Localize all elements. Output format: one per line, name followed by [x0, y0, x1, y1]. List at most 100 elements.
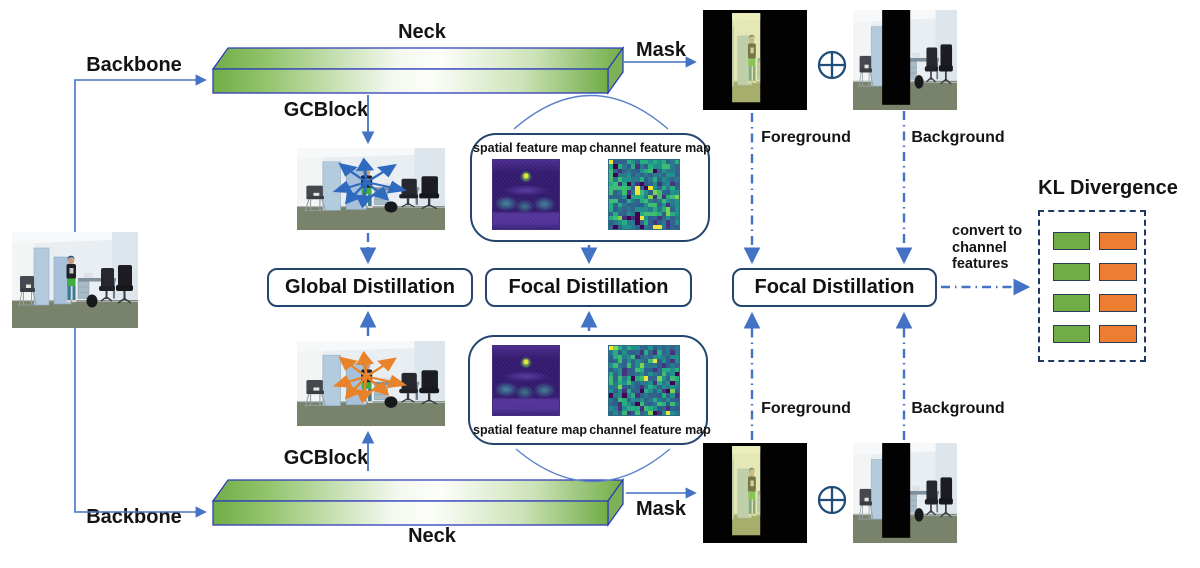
backbone-connector-top [74, 74, 207, 232]
channel-cell [630, 371, 636, 377]
channel-cell [665, 406, 671, 411]
channel-cell [657, 211, 662, 217]
channel-cell [670, 371, 675, 377]
channel-cell [630, 164, 636, 169]
channel-cell [609, 410, 614, 415]
channel-cell [613, 164, 618, 169]
channel-cell [657, 168, 662, 173]
channel-cell [626, 358, 631, 364]
channel-cell [652, 363, 658, 368]
channel-cell [670, 207, 675, 212]
channel-cell [617, 393, 623, 398]
channel-cell [626, 207, 631, 212]
channel-cell [609, 168, 614, 173]
channel-cell [644, 198, 649, 204]
convert-to-channel-features-text: convert to channel features [952, 223, 1023, 272]
channel-cell [635, 346, 640, 351]
channel-cell [657, 393, 662, 398]
channel-cell [665, 224, 671, 229]
channel-cell [635, 160, 640, 165]
channel-cell [617, 384, 623, 390]
channel-cell [630, 190, 636, 195]
channel-cell [657, 397, 662, 403]
channel-cell [639, 185, 644, 191]
channel-cell [661, 220, 666, 225]
channel-cell [670, 160, 675, 165]
channel-cell [609, 350, 614, 355]
channel-cell [630, 172, 636, 178]
channel-cell [609, 393, 614, 398]
channel-cell [630, 220, 636, 225]
kl-orange-cell [1099, 263, 1137, 281]
channel-cell [665, 358, 671, 364]
channel-cell [674, 168, 679, 173]
channel-cell [670, 220, 675, 225]
channel-cell [630, 363, 636, 368]
channel-cell [635, 216, 640, 221]
kl-pair-row [1053, 325, 1144, 343]
channel-cell [661, 160, 666, 165]
channel-cell [674, 371, 679, 377]
channel-cell [635, 172, 640, 178]
channel-cell [644, 346, 649, 351]
focal-distillation-box-right: Focal Distillation [732, 268, 937, 307]
channel-cell [665, 393, 671, 398]
channel-cell [674, 346, 679, 351]
channel-cell [644, 363, 649, 368]
background-image-bottom [853, 443, 957, 543]
channel-cell [661, 216, 666, 221]
channel-cell [622, 207, 627, 212]
channel-cell [639, 224, 644, 229]
channel-cell [661, 194, 666, 199]
channel-cell [609, 406, 614, 411]
channel-cell [665, 172, 671, 178]
channel-cell [639, 346, 644, 351]
channel-cell [635, 397, 640, 403]
channel-cell [652, 350, 658, 355]
channel-cell [613, 354, 618, 359]
channel-cell [670, 350, 675, 355]
channel-cell [674, 203, 679, 208]
channel-cell [652, 168, 658, 173]
channel-cell [652, 367, 658, 372]
student-channel-label: channel feature map [589, 423, 711, 437]
kl-orange-cell [1099, 294, 1137, 312]
channel-cell [622, 181, 627, 186]
attention-arrows-blue [332, 157, 408, 209]
channel-cell [613, 380, 618, 385]
channel-cell [635, 363, 640, 368]
channel-cell [630, 203, 636, 208]
channel-cell [617, 181, 623, 186]
channel-cell [670, 346, 675, 351]
channel-cell [644, 410, 649, 415]
channel-cell [635, 380, 640, 385]
channel-cell [630, 384, 636, 390]
channel-cell [674, 190, 679, 195]
channel-cell [613, 393, 618, 398]
channel-cell [665, 363, 671, 368]
channel-cell [665, 371, 671, 377]
channel-cell [661, 397, 666, 403]
channel-cell [648, 181, 653, 186]
channel-cell [657, 346, 662, 351]
channel-cell [644, 190, 649, 195]
channel-cell [674, 177, 679, 182]
channel-cell [674, 194, 679, 199]
channel-cell [617, 172, 623, 178]
channel-cell [626, 224, 631, 229]
channel-cell [644, 371, 649, 377]
channel-cell [639, 397, 644, 403]
channel-cell [665, 194, 671, 199]
channel-cell [674, 367, 679, 372]
channel-cell [639, 389, 644, 394]
input-image [12, 232, 138, 328]
channel-cell [622, 402, 627, 407]
channel-cell [661, 389, 666, 394]
channel-cell [661, 376, 666, 381]
channel-cell [670, 203, 675, 208]
kl-pairs [1053, 232, 1144, 343]
channel-cell [644, 216, 649, 221]
kl-orange-cell [1099, 232, 1137, 250]
channel-cell [639, 406, 644, 411]
channel-cell [622, 410, 627, 415]
